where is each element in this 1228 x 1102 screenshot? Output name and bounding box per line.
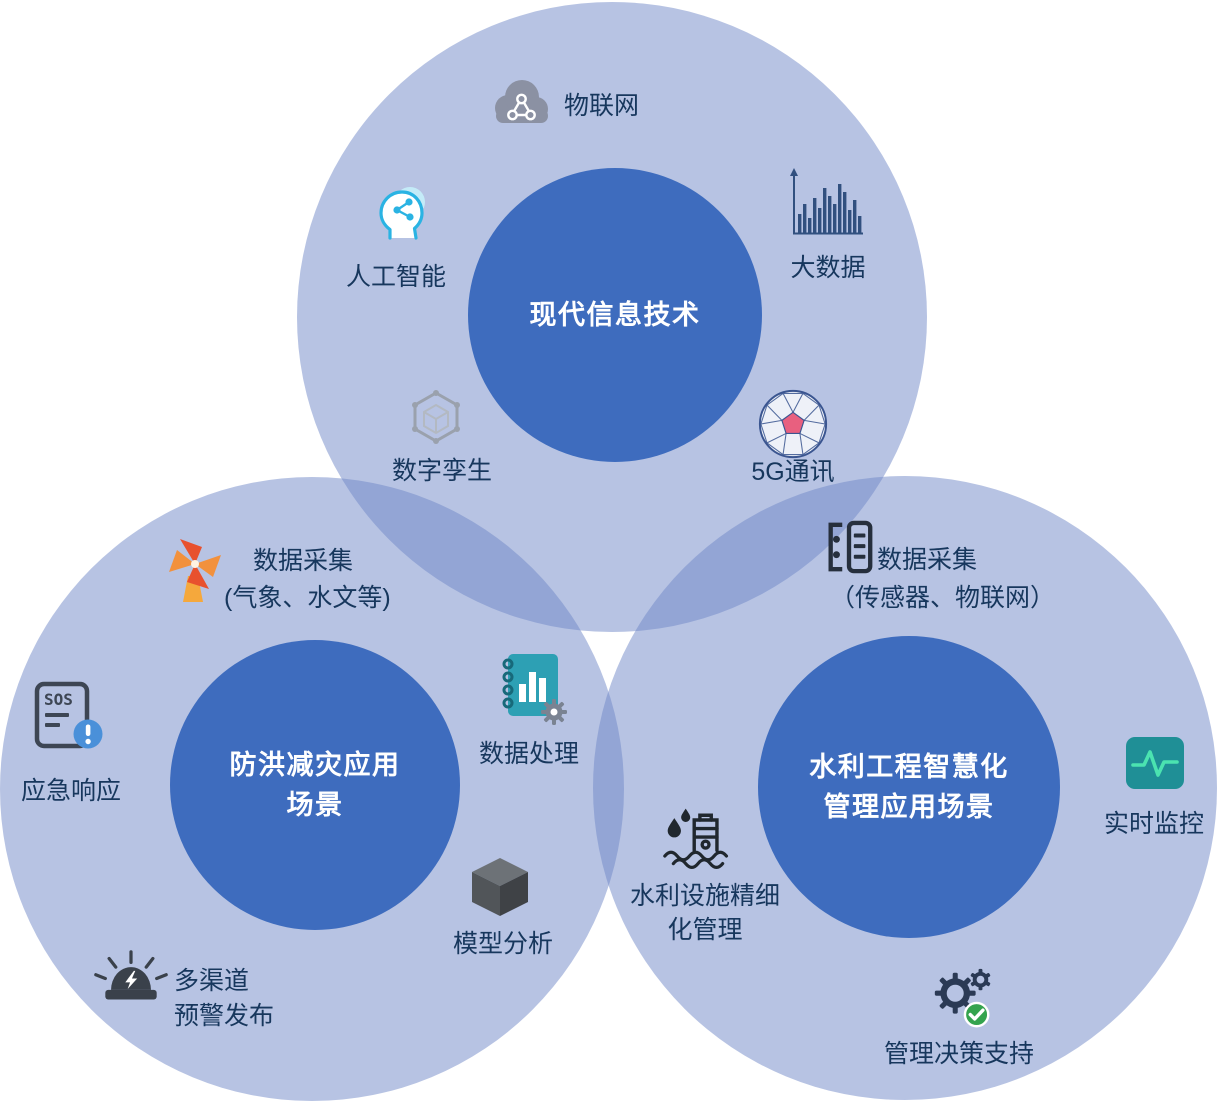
head-network-icon — [366, 180, 430, 244]
windmill-icon — [162, 536, 228, 606]
label-iot: 物联网 — [564, 92, 640, 120]
siren-icon — [92, 930, 170, 1008]
water-facility-icon — [662, 806, 734, 870]
core-flood-title-line1: 防洪减灾应用 — [229, 749, 401, 780]
label-flood-data-collection-2: (气象、水文等) — [224, 584, 391, 612]
label-water-data-collection-2: （传感器、物联网） — [830, 584, 1056, 612]
core-water-title-line2: 管理应用场景 — [823, 792, 995, 822]
label-ai: 人工智能 — [345, 263, 446, 291]
core-modern-it-title: 现代信息技术 — [529, 299, 701, 330]
wireframe-cube-icon — [406, 387, 466, 447]
label-warning-release-1: 多渠道 — [174, 967, 250, 995]
core-flood: 防洪减灾应用 场景 — [170, 640, 460, 930]
monitor-pulse-icon — [1123, 733, 1187, 793]
label-flood-data-collection-1: 数据采集 — [253, 547, 354, 575]
bar-histogram-icon — [786, 168, 870, 244]
label-decision-support: 管理决策支持 — [883, 1040, 1034, 1068]
cloud-network-icon — [485, 72, 557, 130]
label-facility-management-2: 化管理 — [667, 916, 743, 944]
label-water-data-collection-1: 数据采集 — [877, 546, 978, 574]
label-data-processing: 数据处理 — [478, 740, 579, 768]
sos-document-icon: SOS — [32, 678, 106, 754]
core-flood-title-line2: 场景 — [286, 790, 344, 820]
core-modern-it: 现代信息技术 — [468, 168, 762, 462]
label-warning-release-2: 预警发布 — [174, 1002, 275, 1030]
sensor-list-icon — [822, 516, 876, 578]
core-flood-title: 防洪减灾应用 场景 — [230, 745, 401, 826]
label-big-data: 大数据 — [790, 254, 866, 282]
sos-icon-text: SOS — [44, 690, 73, 709]
label-five-g: 5G通讯 — [751, 458, 835, 486]
label-model-analysis: 模型分析 — [452, 930, 553, 958]
label-emergency-response: 应急响应 — [20, 777, 121, 805]
core-water-title-line1: 水利工程智慧化 — [809, 751, 1009, 782]
notebook-chart-gear-icon — [492, 646, 572, 730]
label-facility-management-1: 水利设施精细 — [629, 882, 780, 910]
cube-3d-icon — [460, 850, 540, 922]
network-sphere-icon — [756, 387, 830, 461]
core-water-title: 水利工程智慧化 管理应用场景 — [809, 747, 1009, 828]
core-water: 水利工程智慧化 管理应用场景 — [758, 636, 1060, 938]
label-digital-twin: 数字孪生 — [391, 457, 492, 485]
label-realtime-monitoring: 实时监控 — [1103, 810, 1204, 838]
gears-check-icon — [926, 966, 1000, 1034]
